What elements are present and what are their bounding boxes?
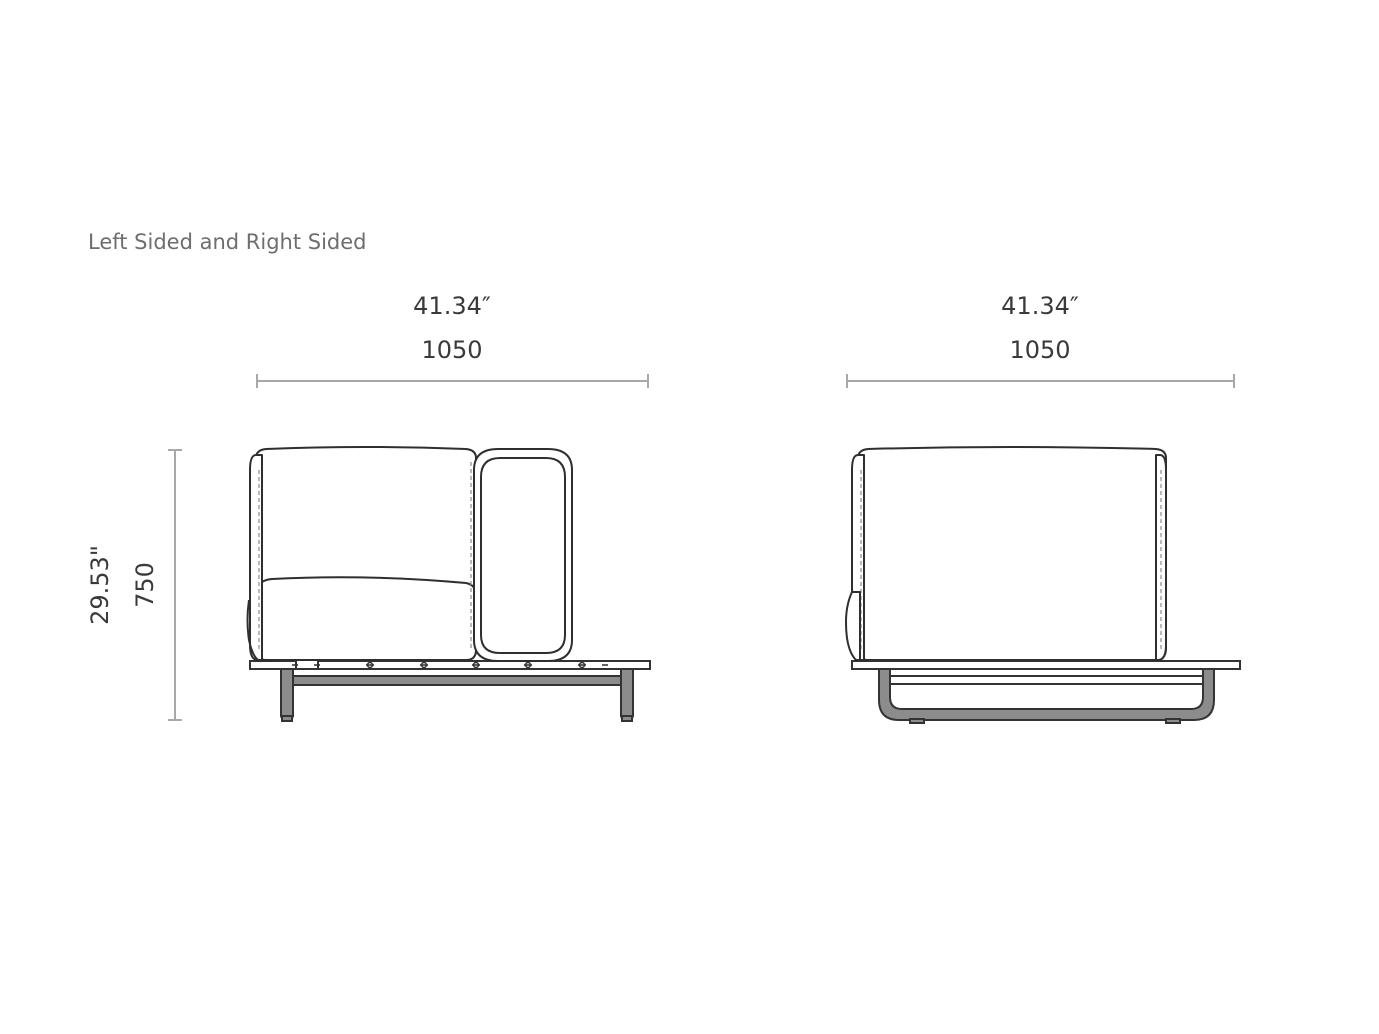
front-width-mm: 1050: [421, 336, 482, 364]
side-sofa-module: [845, 446, 1241, 724]
front-width-inches: 41.34″: [413, 292, 491, 320]
front-armrest-inner: [480, 457, 566, 654]
front-stretcher: [292, 675, 622, 686]
platform-bolts: [292, 659, 608, 670]
front-width-dimension: 41.34″ 1050: [256, 292, 649, 388]
side-inner-rail: [889, 675, 1204, 685]
side-back-cushion: [857, 446, 1167, 661]
front-sofa-module: [246, 446, 651, 722]
side-seat-bulge: [845, 591, 861, 661]
side-width-inches: 41.34″: [1001, 292, 1079, 320]
drawing-caption: Left Sided and Right Sided: [88, 230, 367, 254]
side-view: 41.34″ 1050: [845, 292, 1241, 724]
side-width-mm: 1050: [1009, 336, 1070, 364]
side-width-dimension: 41.34″ 1050: [846, 292, 1235, 388]
front-leg-left: [280, 667, 294, 719]
front-leg-right: [620, 667, 634, 719]
front-height-inches: 29.53": [86, 545, 114, 625]
side-platform: [851, 660, 1241, 670]
front-view: 41.34″ 1050 29.53" 750: [86, 292, 651, 722]
front-height-dimension: 29.53" 750: [86, 449, 182, 721]
front-seat-cushion: [255, 576, 477, 661]
front-height-mm: 750: [131, 562, 159, 608]
